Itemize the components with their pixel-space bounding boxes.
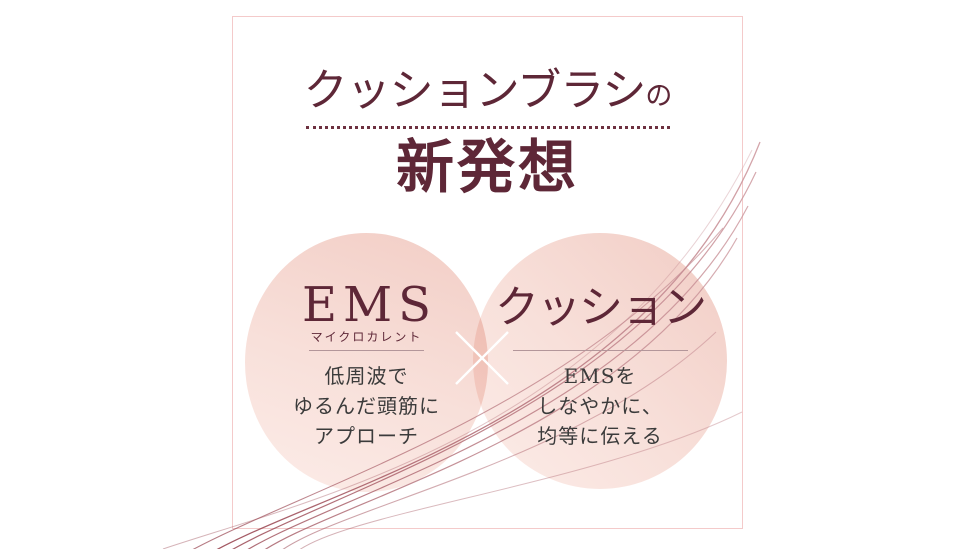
ems-description-line: ゆるんだ頭筋に — [293, 394, 440, 418]
page-title-main: クッションブラシ — [303, 65, 647, 116]
ems-circle-text: EMS マイクロカレント 低周波で ゆるんだ頭筋に アプローチ — [245, 0, 488, 451]
cushion-description-line: EMSを — [563, 364, 637, 388]
cushion-description: EMSを しなやかに、 均等に伝える — [473, 361, 727, 451]
cushion-description-line: しなやかに、 — [537, 394, 663, 418]
ems-divider-line — [309, 350, 424, 351]
page-title-particle: の — [645, 81, 672, 112]
ems-description-line: 低周波で — [324, 364, 409, 388]
cushion-divider-line — [512, 350, 688, 351]
ems-description: 低周波で ゆるんだ頭筋に アプローチ — [245, 361, 488, 451]
ems-subheading: マイクロカレント — [310, 330, 423, 344]
ems-heading: EMS — [301, 277, 438, 333]
page-title: クッションブラシの — [232, 60, 743, 122]
cushion-heading: クッション — [495, 282, 707, 333]
dotted-divider — [305, 126, 670, 129]
cushion-description-line: 均等に伝える — [537, 424, 663, 448]
cushion-circle-text: クッション EMSを しなやかに、 均等に伝える — [473, 0, 727, 451]
ems-description-line: アプローチ — [314, 424, 419, 448]
